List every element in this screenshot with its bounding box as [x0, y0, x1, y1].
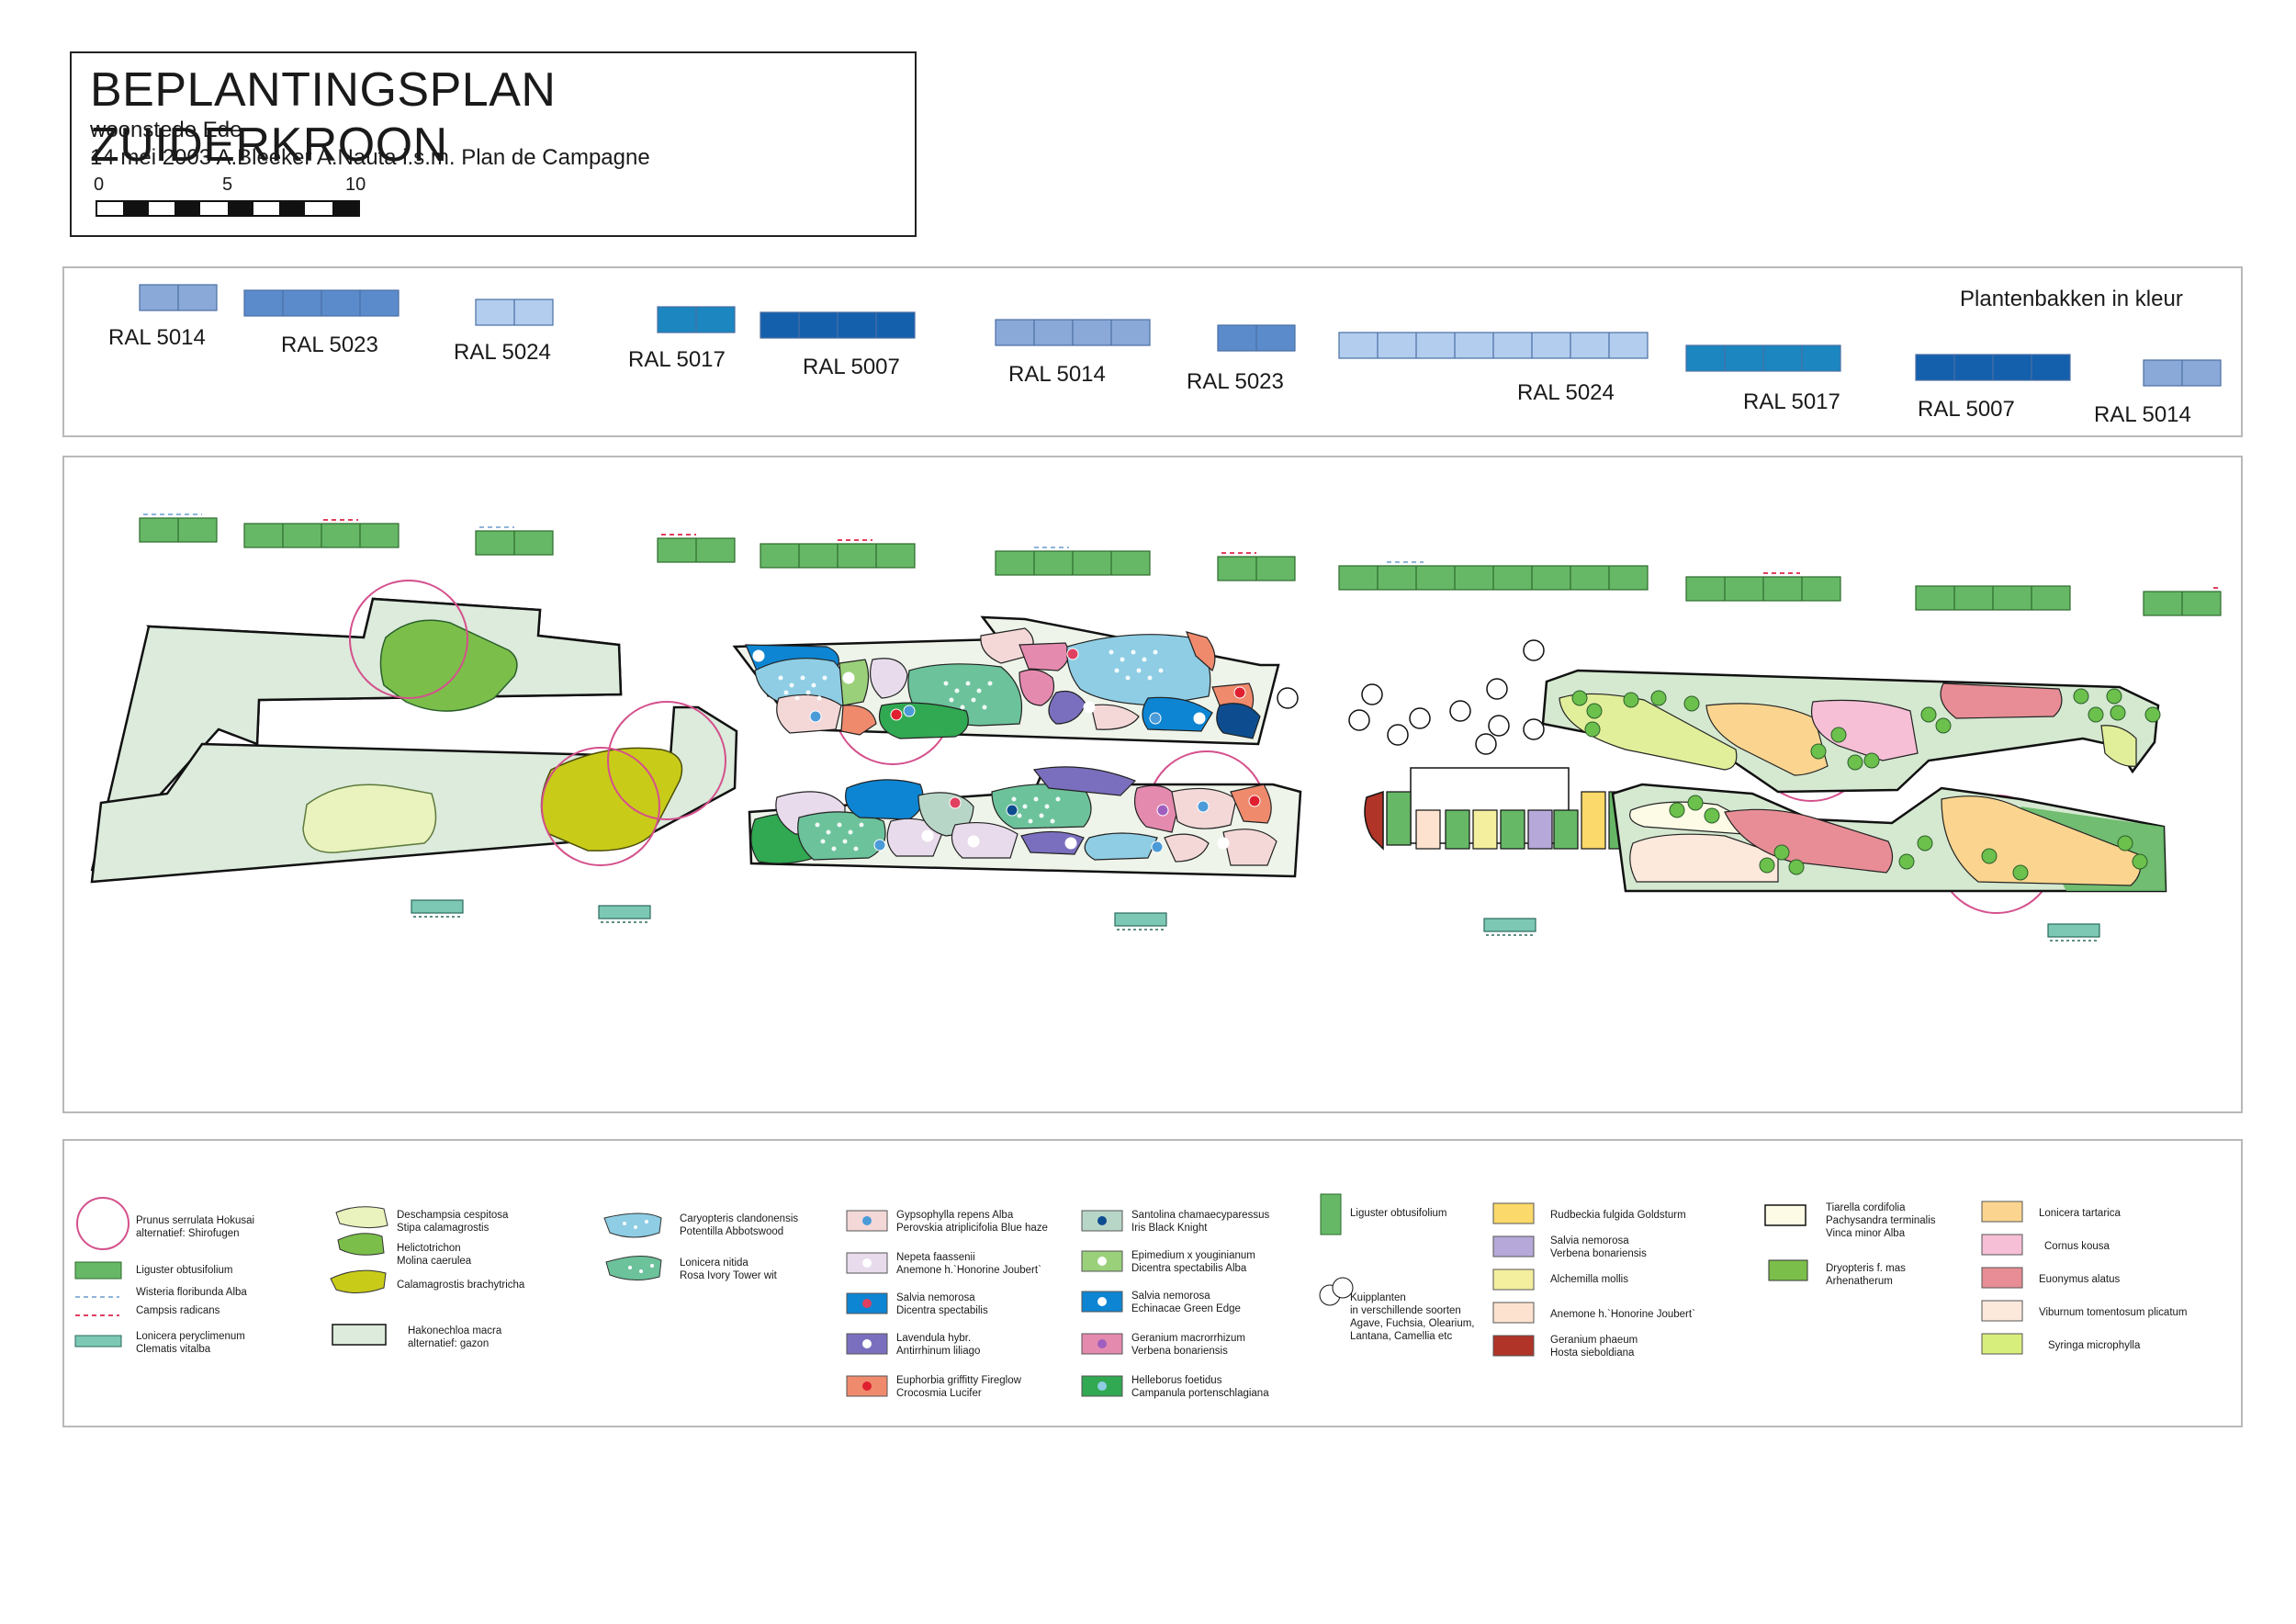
- ral-label: RAL 5007: [803, 355, 900, 379]
- scale-label-5: 5: [222, 175, 233, 195]
- legend-item: Cornus kousa: [2044, 1241, 2110, 1252]
- plan-panel: [62, 456, 2243, 1113]
- planters-heading: Plantenbakken in kleur: [1960, 287, 2183, 311]
- ral-label: RAL 5024: [1517, 380, 1615, 405]
- grass-patch: [302, 784, 437, 853]
- ral-label: RAL 5017: [1743, 389, 1840, 414]
- legend-item: Lavendula hybr.Antirrhinum liliago: [896, 1333, 981, 1357]
- legend-item: Lonicera tartarica: [2039, 1208, 2121, 1219]
- plan-map: [90, 513, 2222, 942]
- scale-bar-graphic: [96, 200, 360, 217]
- legend-item: Campsis radicans: [136, 1305, 220, 1316]
- ral-label: RAL 5023: [1187, 369, 1284, 394]
- scale-label-10: 10: [345, 175, 366, 195]
- legend-item: Euonymus alatus: [2039, 1274, 2121, 1285]
- hedge-planters: [139, 517, 2222, 616]
- legend-item: Wisteria floribunda Alba: [136, 1287, 247, 1298]
- ral-label: RAL 5014: [108, 325, 206, 350]
- scale-bar: 0 5 10: [94, 175, 371, 219]
- dot-pattern: [778, 649, 1164, 710]
- container-plants: [1348, 639, 1545, 755]
- planters-panel: RAL 5014 RAL 5023 RAL 5024 RAL 5017 RAL …: [62, 266, 2243, 437]
- ral-label: RAL 5023: [281, 333, 378, 357]
- ral-label: RAL 5014: [1008, 362, 1106, 387]
- legend-item: Anemone h.`Honorine Joubert`: [1550, 1309, 1695, 1320]
- lonicera-planters: [411, 899, 2100, 938]
- ral-label: RAL 5017: [628, 347, 726, 372]
- legend-item: Alchemilla mollis: [1550, 1274, 1628, 1285]
- title-block: BEPLANTINGSPLAN ZUIDERKROON woonstede Ed…: [70, 51, 917, 237]
- shrubs: [1571, 688, 2161, 771]
- ral-label: RAL 5024: [454, 340, 551, 365]
- legend-item: Viburnum tomentosum plicatum: [2039, 1307, 2188, 1318]
- legend-item: Liguster obtusifolium: [136, 1265, 233, 1276]
- legend-item: Syringa microphylla: [2048, 1340, 2141, 1351]
- plan-subtitle: woonstede Ede: [90, 118, 242, 142]
- legend-symbols: [74, 1193, 2023, 1397]
- plan-meta: 14 mei 2003 A.Bleeker A.Nauta i.s.m. Pla…: [90, 145, 650, 170]
- planters-graphic: [139, 284, 2222, 387]
- grass-patch: [379, 619, 518, 712]
- legend-item: Liguster obtusifolium: [1350, 1208, 1447, 1219]
- legend-item: Rudbeckia fulgida Goldsturm: [1550, 1210, 1686, 1221]
- scale-label-0: 0: [94, 175, 105, 195]
- cherry-tree-icon: [76, 1197, 129, 1250]
- plan-title: BEPLANTINGSPLAN ZUIDERKROON: [90, 63, 557, 172]
- legend-item: Calamagrostis brachytricha: [397, 1280, 525, 1291]
- ral-label: RAL 5014: [2094, 402, 2191, 427]
- ral-label: RAL 5007: [1918, 397, 2015, 422]
